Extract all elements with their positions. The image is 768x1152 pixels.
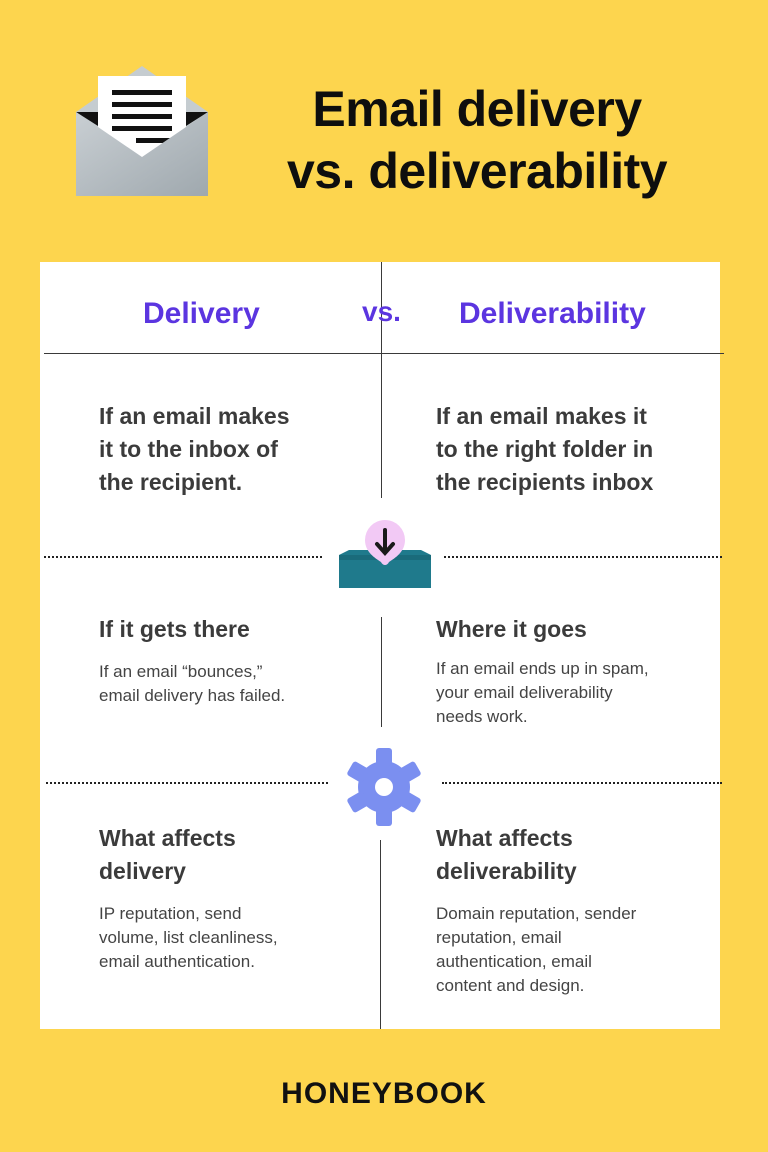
- header-rule: [44, 353, 724, 354]
- open-envelope-icon: [76, 66, 208, 196]
- text-line: What affects: [436, 825, 573, 851]
- outcome-divider: [381, 617, 382, 727]
- deliverability-definition: If an email makes it to the right folder…: [436, 400, 653, 499]
- text-line: needs work.: [436, 707, 528, 726]
- inbox-download-icon: [339, 520, 431, 588]
- dotted-separator-2-right: [442, 782, 722, 784]
- deliverability-factors-body: Domain reputation, sender reputation, em…: [436, 902, 636, 998]
- text-line: IP reputation, send: [99, 904, 242, 923]
- gear-icon: [347, 748, 421, 826]
- text-line: content and design.: [436, 976, 585, 995]
- header-divider: [381, 262, 382, 337]
- text-line: If an email “bounces,”: [99, 662, 263, 681]
- text-line: email delivery has failed.: [99, 686, 286, 705]
- text-line: reputation, email: [436, 928, 562, 947]
- dotted-separator-2-left: [46, 782, 328, 784]
- text-line: If an email makes it: [436, 403, 647, 429]
- delivery-heading: Delivery: [143, 297, 260, 330]
- delivery-factors-title: What affects delivery: [99, 822, 236, 888]
- page-title: Email delivery vs. deliverability: [262, 78, 692, 202]
- delivery-outcome-body: If an email “bounces,” email delivery ha…: [99, 660, 285, 708]
- title-line-1: Email delivery: [312, 81, 642, 137]
- delivery-outcome-title: If it gets there: [99, 616, 250, 642]
- dotted-separator-1-right: [444, 556, 722, 558]
- definition-divider: [381, 354, 382, 498]
- text-line: the recipient.: [99, 469, 243, 495]
- text-line: What affects: [99, 825, 236, 851]
- comparison-card: Delivery vs. Deliverability If an email …: [40, 262, 724, 1029]
- text-line: email authentication.: [99, 952, 255, 971]
- text-line: If an email ends up in spam,: [436, 659, 649, 678]
- deliverability-outcome-title: Where it goes: [436, 616, 587, 642]
- delivery-factors-body: IP reputation, send volume, list cleanli…: [99, 902, 278, 974]
- deliverability-heading: Deliverability: [459, 297, 646, 330]
- text-line: to the right folder in: [436, 436, 654, 462]
- header: Email delivery vs. deliverability: [0, 0, 768, 250]
- deliverability-outcome-body: If an email ends up in spam, your email …: [436, 657, 649, 729]
- delivery-definition: If an email makes it to the inbox of the…: [99, 400, 290, 499]
- text-line: it to the inbox of: [99, 436, 278, 462]
- dotted-separator-1-left: [44, 556, 322, 558]
- text-line: volume, list cleanliness,: [99, 928, 278, 947]
- text-line: delivery: [99, 858, 186, 884]
- header-divider-lower: [381, 334, 382, 354]
- text-line: your email deliverability: [436, 683, 613, 702]
- text-line: Domain reputation, sender: [436, 904, 637, 923]
- title-line-2: vs. deliverability: [286, 143, 668, 199]
- honeybook-logo: HONEYBOOK: [281, 1077, 487, 1110]
- deliverability-factors-title: What affects deliverability: [436, 822, 577, 888]
- text-line: authentication, email: [436, 952, 592, 971]
- vs-label: vs.: [362, 296, 401, 327]
- text-line: the recipients inbox: [436, 469, 654, 495]
- factors-divider: [380, 840, 381, 1029]
- text-line: If an email makes: [99, 403, 290, 429]
- text-line: deliverability: [436, 858, 577, 884]
